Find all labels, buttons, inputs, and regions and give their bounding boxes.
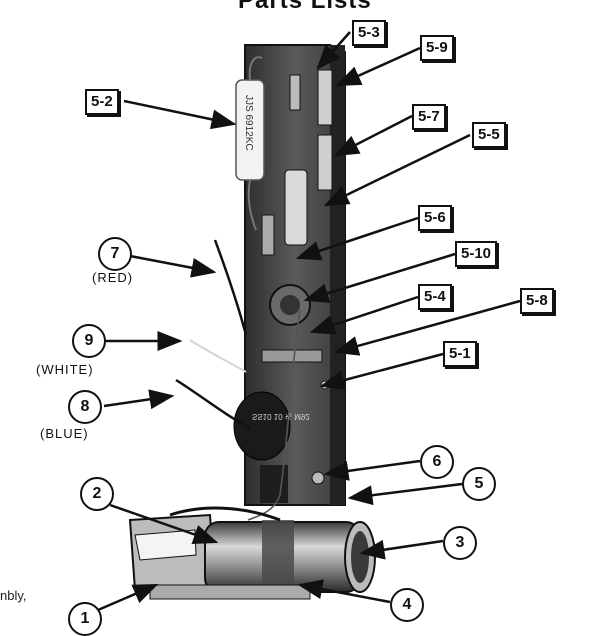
callout-3: 3 [443,526,477,560]
resistor-5-2 [235,56,265,231]
callout-1: 1 [68,602,102,636]
callout-5-2: 5-2 [85,89,119,115]
arrow-4 [297,579,391,604]
arrow-7 [129,254,217,278]
lead-wires [175,239,301,521]
arrow-5 [347,482,463,506]
disc-cap-marking: SS10 10 ¹⁄₂ M92 [252,412,310,421]
arrow-5-5 [323,133,471,207]
callout-4: 4 [390,588,424,622]
arrow-2 [109,503,219,545]
wire-label-blue: (BLUE) [40,426,89,441]
callout-5-7: 5-7 [412,104,446,130]
callout-5-3: 5-3 [352,20,386,46]
arrow-3 [359,539,444,560]
arrow-6 [323,459,421,481]
callout-5-5: 5-5 [472,122,506,148]
arrow-5-9 [335,46,421,87]
cropped-side-text: nbly, [0,588,27,603]
callout-5-6: 5-6 [418,205,452,231]
callout-5-1: 5-1 [443,341,477,367]
callout-5-8: 5-8 [520,288,554,314]
arrow-5-8 [333,299,521,356]
arrow-8 [103,389,175,410]
callout-5-4: 5-4 [418,284,452,310]
arrow-5-7 [333,114,413,157]
disc-capacitor [233,391,291,461]
cylinder-assembly [128,506,376,600]
callout-5-10: 5-10 [455,241,498,267]
resistor-marking: JJS 6912KC [243,95,254,151]
wire-label-red: (RED) [92,270,134,285]
arrow-5-4 [309,295,419,335]
callout-8: 8 [68,390,102,424]
callout-5: 5 [462,467,496,501]
arrow-5-6 [295,216,419,261]
callout-6: 6 [420,445,454,479]
callout-9: 9 [72,324,106,358]
leader-arrows [97,31,521,612]
arrow-5-3 [316,31,351,70]
page-title: Parts Lists [238,0,372,14]
arrow-5-1 [319,352,444,390]
arrow-5-2 [123,99,237,130]
callout-5-9: 5-9 [420,35,454,61]
arrow-5-10 [303,252,456,303]
callout-7: 7 [98,237,132,271]
callout-2: 2 [80,477,114,511]
wire-label-white: (WHITE) [36,362,94,377]
arrow-1 [97,583,159,612]
